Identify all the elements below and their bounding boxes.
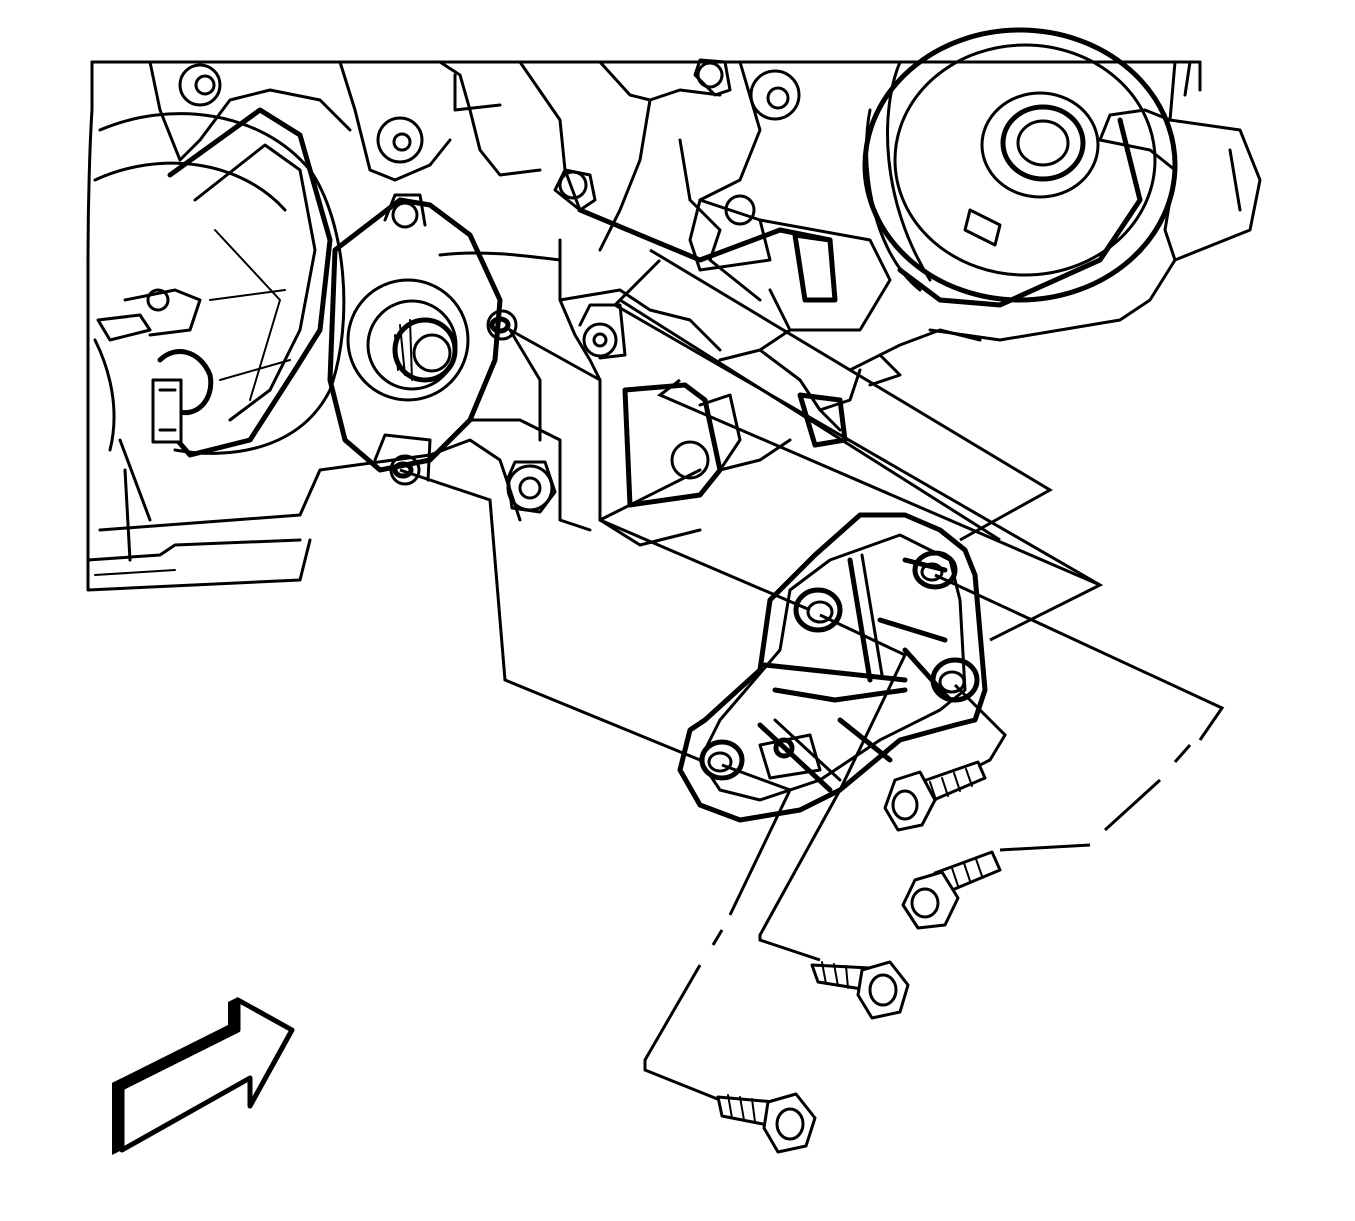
engine-block-icon: [86, 27, 1262, 592]
bolt-icon: [716, 1092, 817, 1154]
bolt-icon: [883, 760, 987, 832]
bolt-icon: [810, 960, 910, 1020]
bolt-icon: [901, 850, 1002, 930]
bracket-icon: [677, 512, 988, 823]
alignment-lines: [399, 248, 1225, 1102]
view-direction-arrow-icon: [112, 997, 295, 1155]
